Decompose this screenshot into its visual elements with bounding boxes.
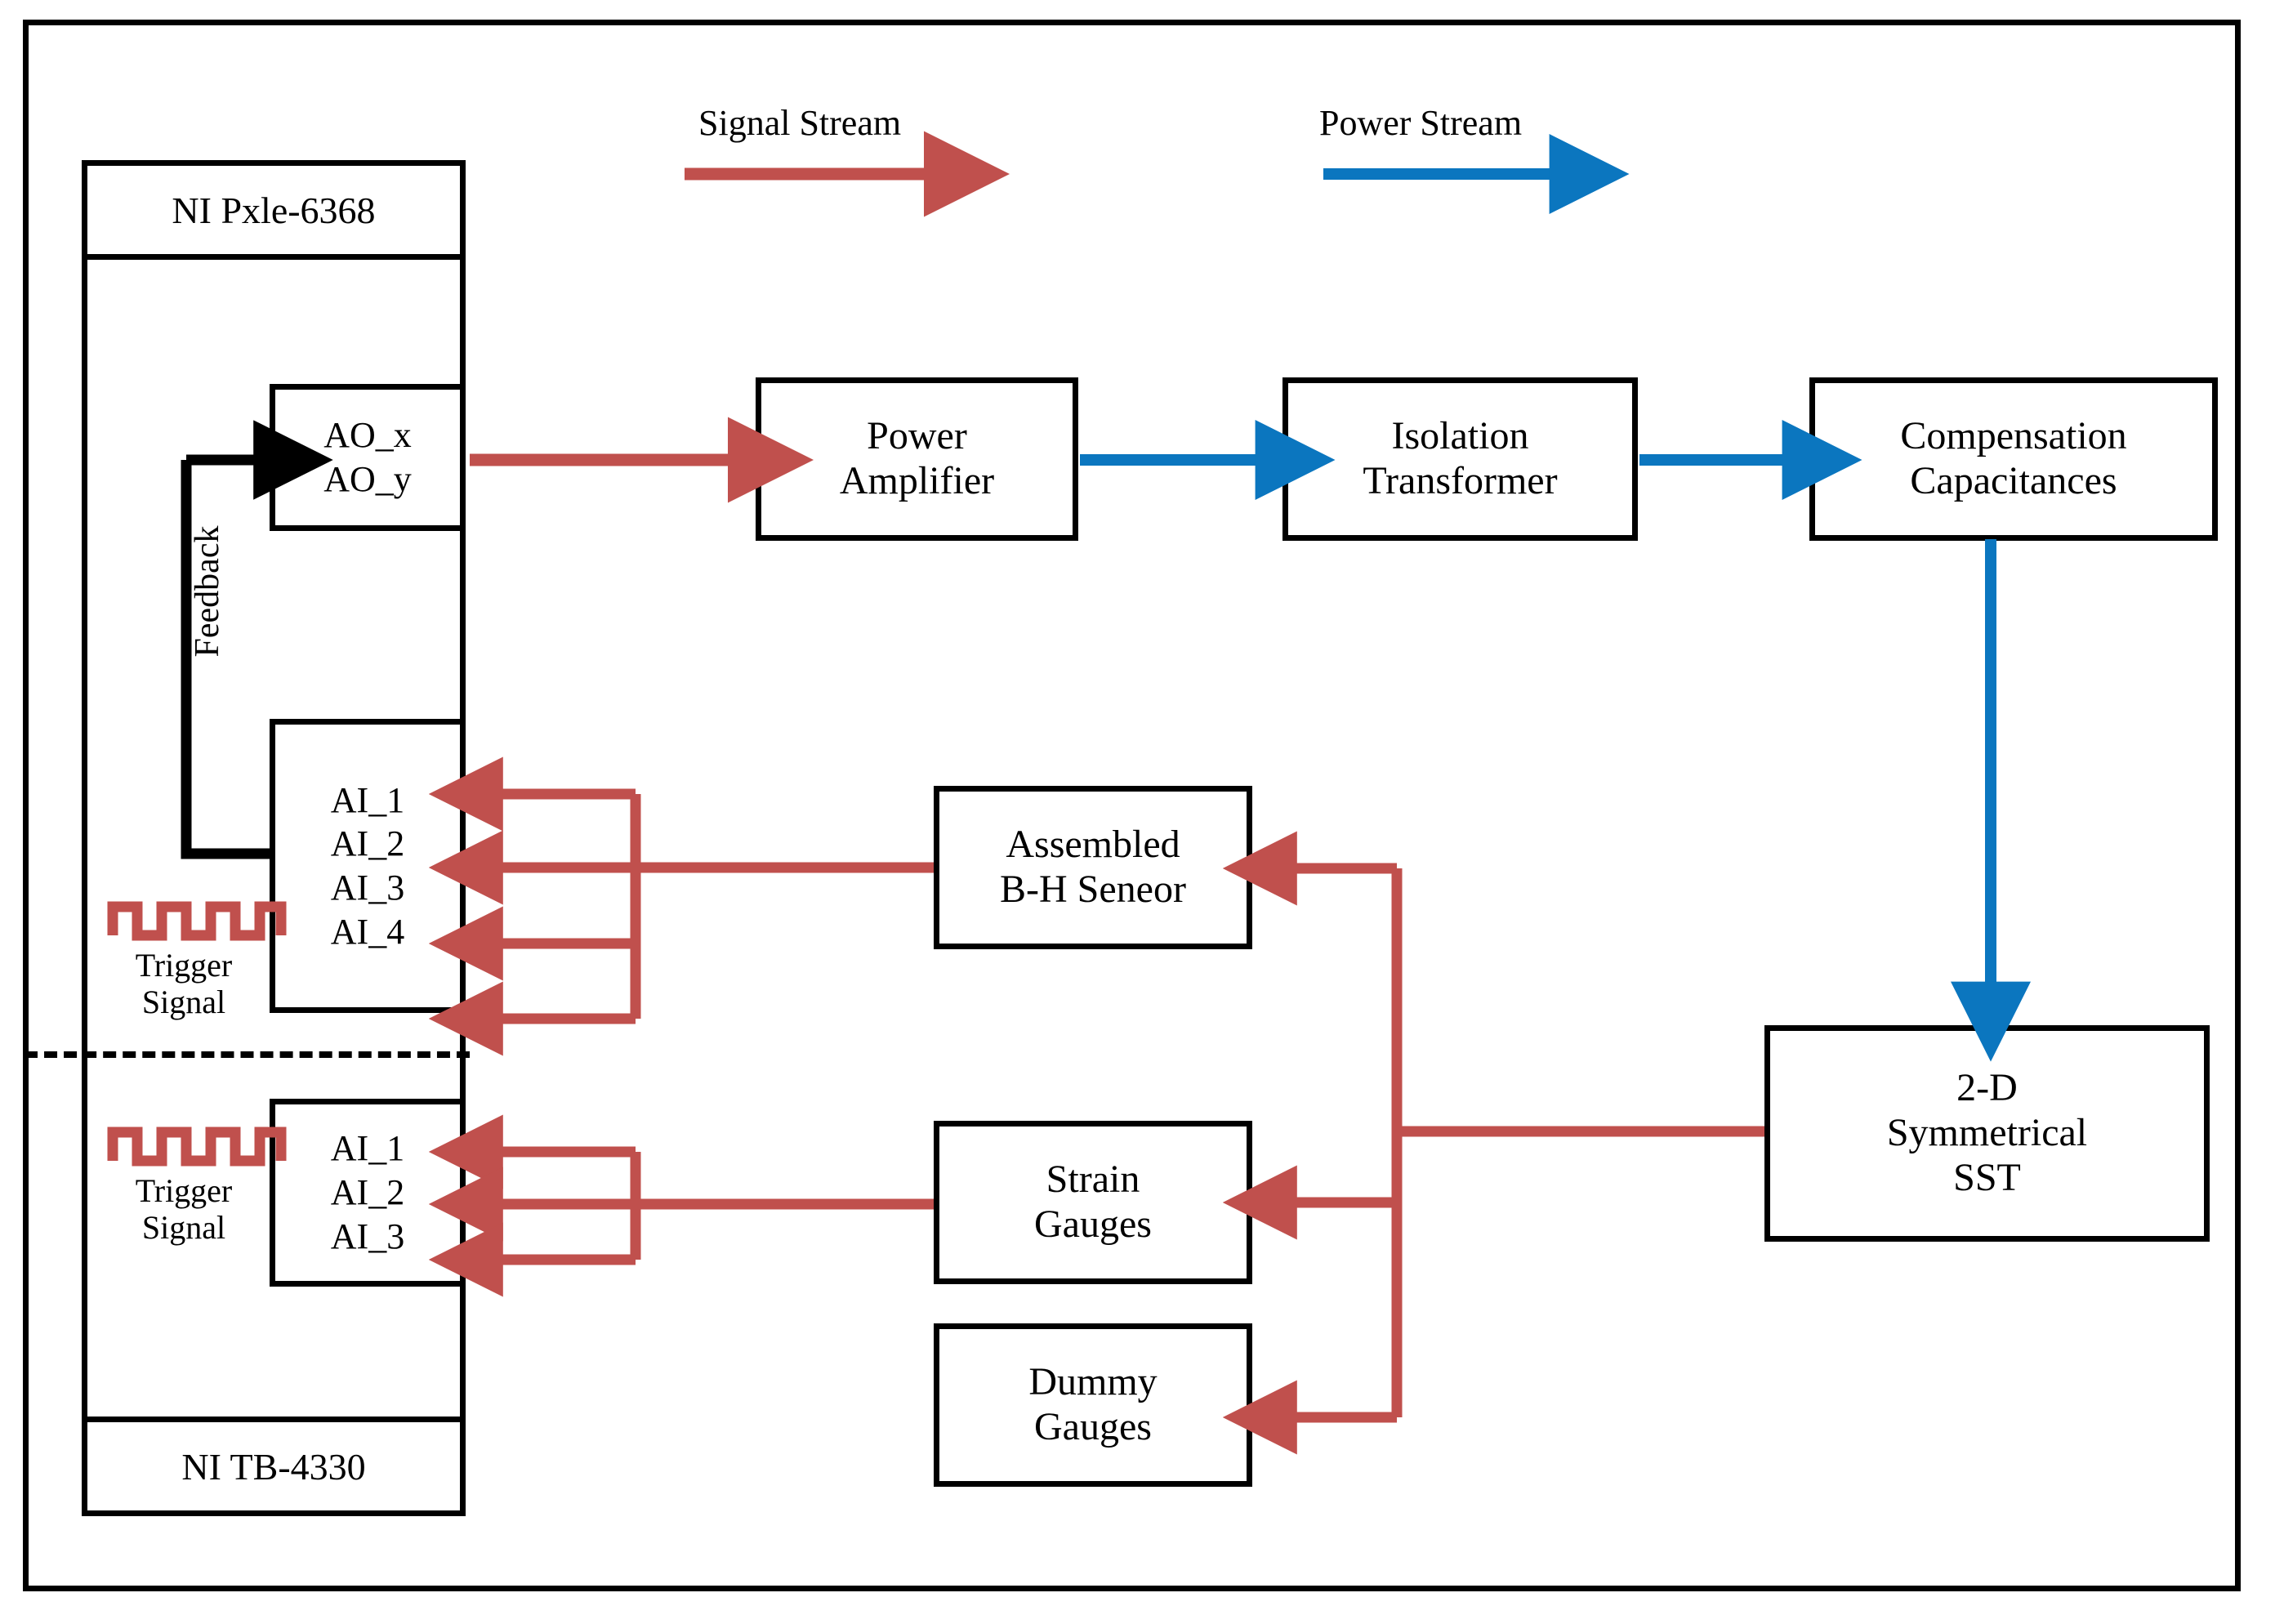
- trigger-upper-line1: Trigger: [135, 947, 233, 984]
- feedback-label: Feedback: [189, 525, 226, 658]
- pxie-ai-channel-2: AI_2: [330, 823, 405, 864]
- ai-port-block-tb[interactable]: AI_1 AI_2 AI_3: [270, 1099, 466, 1287]
- compensation-capacitances-block[interactable]: Compensation Capacitances: [1809, 377, 2218, 541]
- compensation-capacitances-line2: Capacitances: [1910, 459, 2117, 502]
- dummy-gauges-block[interactable]: Dummy Gauges: [934, 1323, 1252, 1487]
- compensation-capacitances-line1: Compensation: [1900, 414, 2127, 458]
- pxie-ai-channel-4: AI_4: [330, 911, 405, 952]
- ao-channel-y: AO_y: [323, 459, 412, 499]
- bh-sensor-line1: Assembled: [1006, 823, 1180, 867]
- sst-line3: SST: [1953, 1155, 2021, 1199]
- chassis-title-pxie: NI Pxle-6368: [82, 160, 466, 260]
- pxie-ai-channel-3: AI_3: [330, 868, 405, 908]
- trigger-lower-line1: Trigger: [135, 1172, 233, 1209]
- ao-port-block[interactable]: AO_x AO_y: [270, 384, 466, 531]
- legend-power-stream-label: Power Stream: [1319, 103, 1523, 143]
- strain-gauges-line2: Gauges: [1034, 1202, 1152, 1246]
- trigger-lower-line2: Signal: [141, 1208, 226, 1246]
- trigger-signal-label-upper: Trigger Signal: [98, 947, 270, 1021]
- chassis-footer-tb: NI TB-4330: [82, 1417, 466, 1516]
- ao-channel-x: AO_x: [323, 415, 412, 456]
- dummy-gauges-line2: Gauges: [1034, 1405, 1152, 1448]
- isolation-transformer-line1: Isolation: [1391, 414, 1529, 458]
- tb-ai-channel-1: AI_1: [330, 1128, 405, 1169]
- isolation-transformer-block[interactable]: Isolation Transformer: [1282, 377, 1638, 541]
- power-amplifier-line2: Amplifier: [839, 459, 995, 502]
- strain-gauges-block[interactable]: Strain Gauges: [934, 1121, 1252, 1284]
- sst-line2: Symmetrical: [1886, 1111, 2088, 1155]
- chassis-section-divider: [25, 1051, 470, 1058]
- power-amplifier-line1: Power: [867, 414, 967, 458]
- power-amplifier-block[interactable]: Power Amplifier: [756, 377, 1078, 541]
- tb-ai-channel-3: AI_3: [330, 1216, 405, 1256]
- bh-sensor-block[interactable]: Assembled B-H Seneor: [934, 786, 1252, 949]
- pxie-ai-channel-1: AI_1: [330, 779, 405, 820]
- trigger-signal-label-lower: Trigger Signal: [98, 1172, 270, 1247]
- strain-gauges-line1: Strain: [1046, 1158, 1140, 1202]
- ai-port-block-pxie[interactable]: AI_1 AI_2 AI_3 AI_4: [270, 719, 466, 1013]
- dummy-gauges-line1: Dummy: [1028, 1360, 1158, 1404]
- tb-ai-channel-2: AI_2: [330, 1172, 405, 1213]
- sst-line1: 2-D: [1956, 1066, 2018, 1110]
- sst-block[interactable]: 2-D Symmetrical SST: [1764, 1025, 2210, 1242]
- legend-signal-stream-label: Signal Stream: [698, 103, 902, 143]
- trigger-upper-line2: Signal: [141, 983, 226, 1020]
- bh-sensor-line2: B-H Seneor: [1000, 868, 1186, 911]
- isolation-transformer-line2: Transformer: [1363, 459, 1558, 502]
- diagram-outer-frame: [23, 20, 2241, 1591]
